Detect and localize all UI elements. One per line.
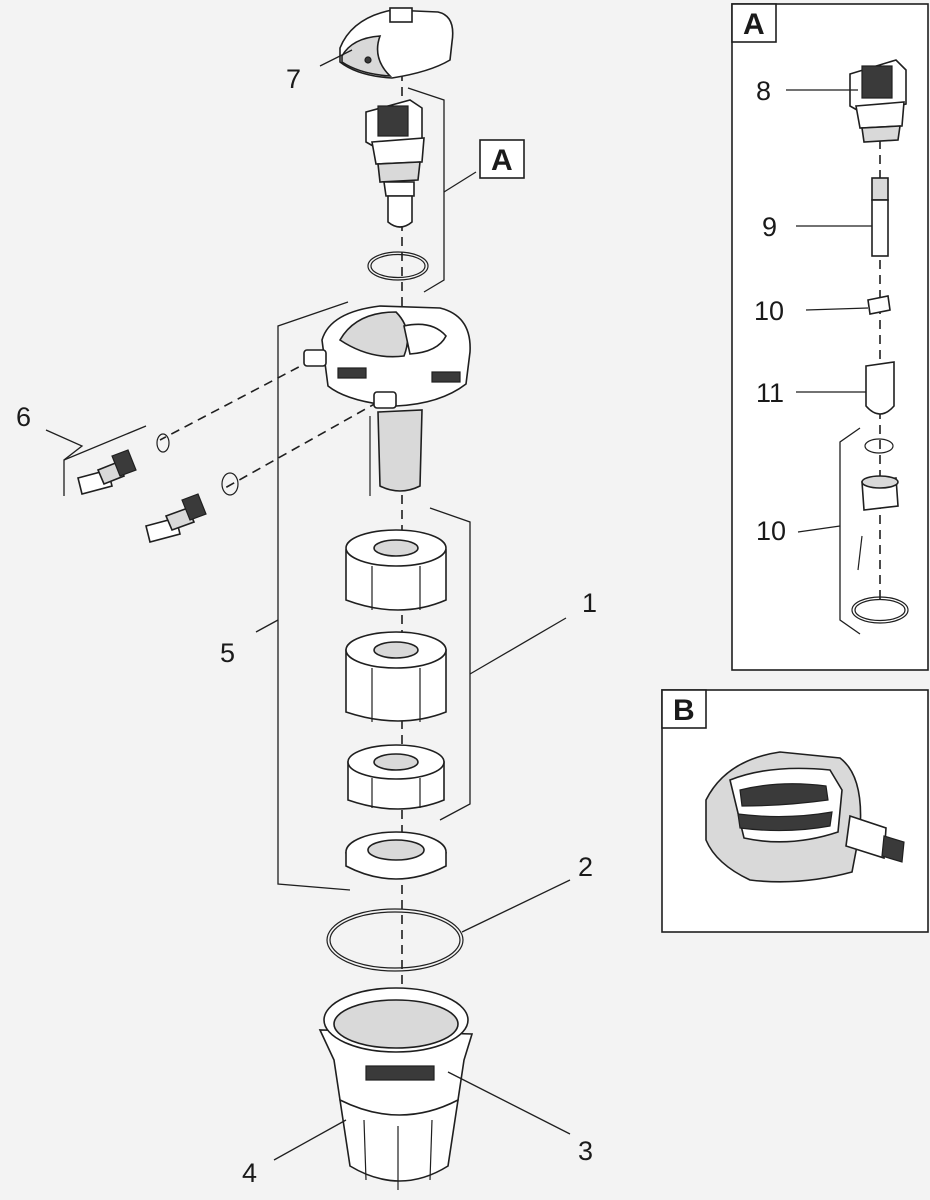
clip-part [867, 295, 891, 315]
leader-lines [45, 49, 571, 1161]
callout-5: 5 [220, 638, 235, 668]
base-plate-part [345, 831, 447, 880]
detail-b-panel [661, 689, 929, 933]
filter-head-part [303, 305, 471, 496]
callout-1: 1 [582, 588, 597, 618]
cap-part [339, 7, 454, 79]
screw-part [857, 535, 863, 571]
uv-o-ring [367, 251, 429, 281]
lower-o-ring [851, 596, 909, 624]
detail-a-panel [731, 3, 929, 671]
uv-unit-part [365, 99, 425, 228]
filter-foam-bottom [347, 744, 445, 810]
detail-a-ref-label: A [491, 144, 513, 177]
detail-a-leaders [786, 89, 872, 635]
callout-10-upper: 10 [754, 296, 784, 326]
seal-ring-lower [221, 472, 239, 496]
hose-tail-lower [145, 493, 207, 543]
union-nut-part [861, 475, 899, 511]
filter-foam-middle [345, 631, 447, 722]
assembly-axes [159, 72, 403, 1040]
uv-head-part [849, 59, 907, 143]
seal-ring-upper [156, 433, 170, 453]
housing-o-ring [326, 908, 464, 972]
filter-foam-top [345, 529, 447, 611]
quartz-tube-part [865, 361, 895, 415]
detail-a-ref-box [479, 139, 525, 179]
callout-3: 3 [578, 1136, 593, 1166]
callout-9: 9 [762, 212, 777, 242]
callout-4: 4 [242, 1158, 257, 1188]
callout-10-lower: 10 [756, 516, 786, 546]
uv-lamp-part [871, 177, 889, 257]
pump-part [705, 751, 905, 883]
housing-part [318, 987, 474, 1190]
callout-2: 2 [578, 852, 593, 882]
callout-7: 7 [286, 64, 301, 94]
hose-tail-upper [77, 449, 137, 495]
callout-8: 8 [756, 76, 771, 106]
callout-11: 11 [756, 378, 784, 408]
callout-6: 6 [16, 402, 31, 432]
detail-b-label: B [673, 694, 695, 727]
detail-a-label: A [743, 8, 765, 41]
tube-o-ring [864, 438, 894, 454]
